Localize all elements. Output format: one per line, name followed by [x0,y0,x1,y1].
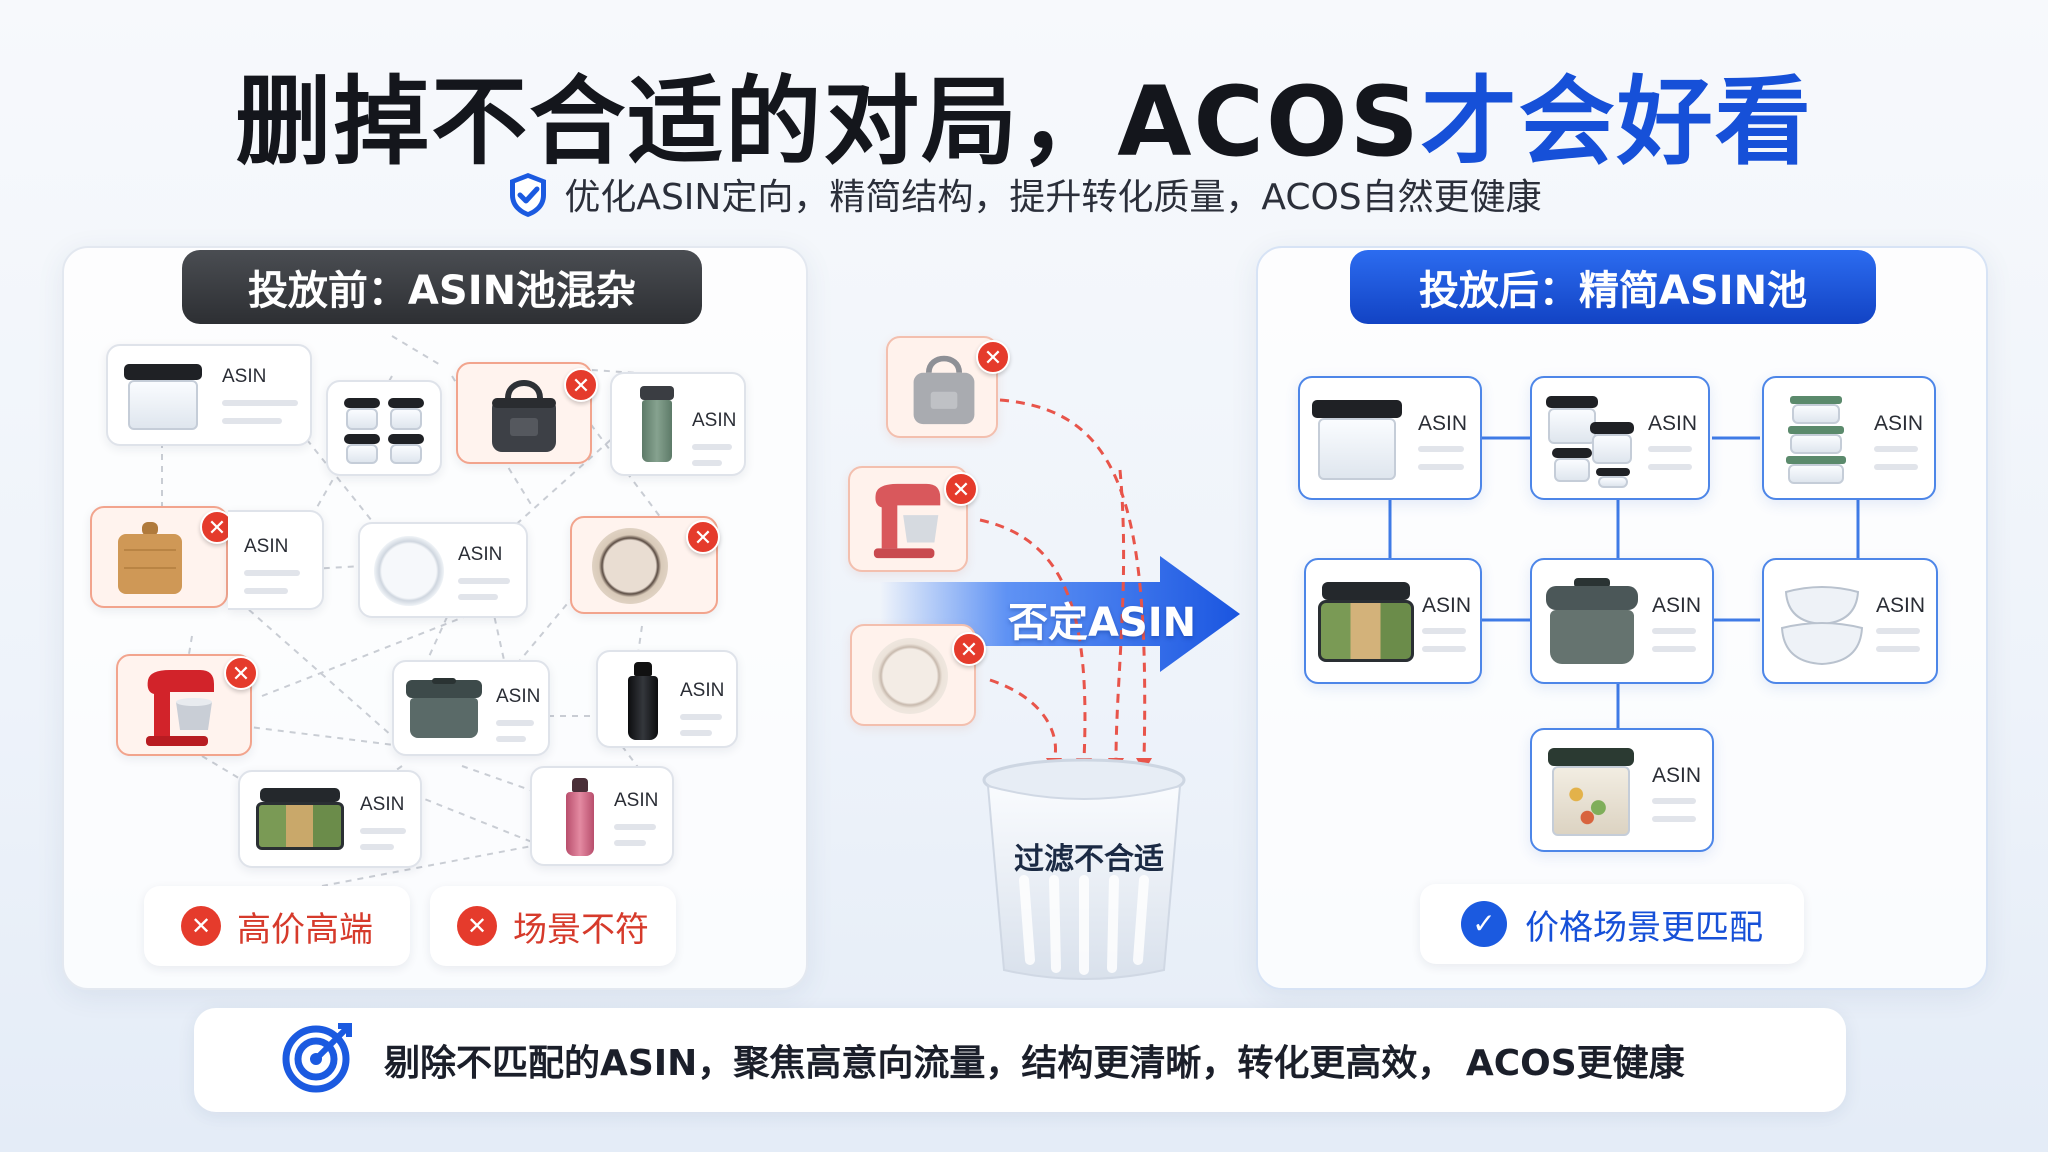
asin-label: ASIN [1652,764,1702,787]
glass-bowls-image [1780,582,1864,668]
lunch-box-image [406,678,482,742]
stand-mixer-image [873,483,941,559]
gray-lunch-box-image [1544,578,1640,670]
asin-card-cutting-board-info: ASIN [228,510,324,610]
rejected-stand-mixer [848,466,968,572]
target-icon [280,1017,358,1104]
asin-card-pink-bottle: ASIN [530,766,674,866]
cutting-board-image [114,520,186,598]
x-circle-icon: ✕ [457,906,497,946]
asin-card-gray-lunch-box: ASIN [1530,558,1714,684]
asin-label: ASIN [1648,412,1698,435]
tag-high-price: ✕ 高价高端 [144,886,410,966]
after-heading: 投放后：精简ASIN池 [1350,250,1876,324]
asin-card-bento-box: ASIN [1304,558,1482,684]
tag-label: 价格场景更匹配 [1525,907,1763,948]
food-container-image [1548,744,1634,840]
asin-label: ASIN [614,790,659,811]
tag-better-match: ✓ 价格场景更匹配 [1420,884,1804,964]
asin-label: ASIN [680,680,725,701]
asin-card-bento-box: ASIN [238,770,422,868]
glass-plate-image [374,536,444,606]
reject-x-icon: ✕ [952,632,986,666]
tag-scene-mismatch: ✕ 场景不符 [430,886,676,966]
x-circle-icon: ✕ [181,906,221,946]
asin-card-lunch-box: ASIN [392,660,550,756]
page-title: 删掉不合适的对局，ACOS才会好看 [0,44,2048,183]
before-heading: 投放前：ASIN池混杂 [182,250,702,324]
stacked-containers-image [1786,394,1846,486]
negate-asin-label: 否定ASIN [1008,600,1197,646]
black-bottle-image [628,662,658,742]
right-network-lines [1388,436,1860,728]
asin-card-container-set [326,380,442,476]
bin-label: 过滤不合适 [1014,842,1164,877]
lunch-bag-image [484,372,564,456]
glass-container-image [1312,394,1402,486]
asin-card-stacked-containers: ASIN [1762,376,1936,500]
ceramic-plate-image [592,528,668,604]
asin-card-glass-container: ASIN [106,344,312,446]
asin-label: ASIN [244,536,289,557]
title-main: 删掉不合适的对局，ACOS [235,66,1421,178]
summary-text: 剔除不匹配的ASIN，聚焦高意向流量，结构更清晰，转化更高效， ACOS更健康 [384,1043,1685,1084]
asin-label: ASIN [458,544,503,565]
subtitle-text: 优化ASIN定向，精简结构，提升转化质量，ACOS自然更健康 [564,177,1542,218]
lunch-bag-image [913,355,975,425]
reject-x-icon: ✕ [564,368,598,402]
container-set-image [344,398,430,464]
trash-bin-icon [982,758,1186,980]
bento-box-image [256,784,344,858]
reject-x-icon: ✕ [224,656,258,690]
asin-label: ASIN [1876,594,1926,617]
asin-card-glass-container: ASIN [1298,376,1482,500]
tumbler-image [640,386,674,466]
tag-label: 高价高端 [237,909,373,950]
pink-bottle-image [566,778,594,858]
tag-label: 场景不符 [513,909,649,950]
asin-label: ASIN [1652,594,1702,617]
asin-card-glass-bowls: ASIN [1762,558,1938,684]
reject-x-icon: ✕ [686,520,720,554]
title-highlight: 才会好看 [1420,66,1813,178]
asin-label: ASIN [360,794,405,815]
container-set-image [1546,390,1636,490]
summary-bar: 剔除不匹配的ASIN，聚焦高意向流量，结构更清晰，转化更高效， ACOS更健康 [194,1008,1846,1112]
bento-box-image [1318,578,1414,670]
asin-label: ASIN [222,366,267,387]
asin-label: ASIN [692,410,737,431]
subtitle: 优化ASIN定向，精简结构，提升转化质量，ACOS自然更健康 [0,168,2048,228]
asin-card-glass-plate: ASIN [358,522,528,618]
asin-label: ASIN [1422,594,1472,617]
asin-card-food-container: ASIN [1530,728,1714,852]
glass-container-image [124,360,202,434]
asin-label: ASIN [496,686,541,707]
asin-card-container-set: ASIN [1530,376,1710,500]
stand-mixer-image [140,666,226,750]
asin-card-lunch-bag [456,362,592,464]
asin-card-black-bottle: ASIN [596,650,738,748]
check-circle-icon: ✓ [1461,901,1507,947]
reject-x-icon: ✕ [976,340,1010,374]
asin-label: ASIN [1418,412,1468,435]
asin-card-tumbler: ASIN [610,372,746,476]
reject-x-icon: ✕ [944,472,978,506]
shield-check-icon [506,171,550,228]
ceramic-plate-image [872,638,948,714]
asin-label: ASIN [1874,412,1924,435]
